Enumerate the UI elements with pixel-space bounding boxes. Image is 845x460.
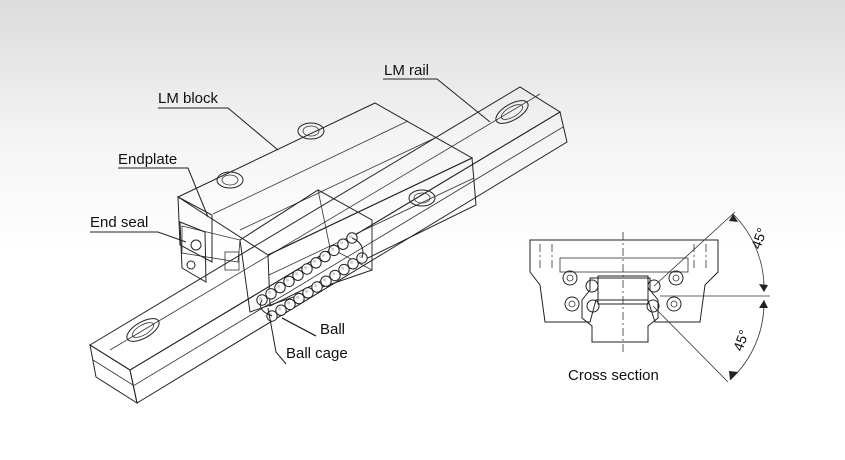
lm-block [176,102,477,313]
label-endplate: Endplate [118,151,178,168]
ball-highlight [340,241,344,245]
ball-highlight [286,278,290,282]
angle-label-upper: 45° [748,226,770,251]
ball-highlight [278,307,282,311]
ball [320,275,332,287]
ball-highlight [359,255,363,259]
ball-return-path [259,237,364,317]
ball-highlight [304,266,308,270]
cross-section-block [529,239,719,323]
ball [302,287,314,299]
ball [319,250,331,263]
ball [283,275,295,288]
label-ball: Ball [320,321,346,338]
end-seal [179,221,240,283]
leader-lm-rail [383,78,491,123]
ball-highlight [350,260,354,264]
leader-lm-block [158,107,279,151]
ball-highlight [268,290,272,294]
rail-hole-rear [495,100,529,124]
angle-label-lower: 45° [730,328,752,353]
ball-highlight [332,272,336,276]
ball [311,281,323,293]
ball-highlight [305,289,309,293]
ball [274,281,286,294]
block-hole-2 [297,122,325,140]
block-hole-1 [216,171,244,189]
ball-highlight [259,297,263,301]
ball [301,263,313,275]
leader-ball-cage [267,307,287,365]
ball-highlight [314,284,318,288]
ball-highlight [349,235,353,239]
ball [284,298,296,311]
ball [329,269,341,282]
label-cross-section: Cross section [568,367,659,384]
ball-highlight [322,253,326,257]
ball [310,257,322,269]
label-ball-cage: Ball cage [286,345,348,362]
block-hole-3 [408,189,436,207]
label-end-seal: End seal [90,214,149,231]
ball-highlight [277,284,281,288]
ball-rows [256,232,368,322]
ball-highlight [295,272,299,276]
cross-section-balls [562,270,684,313]
label-lm-block: LM block [158,90,219,107]
leader-lines [90,78,491,365]
ball [265,288,277,300]
ball-highlight [323,278,327,282]
ball-highlight [313,259,317,263]
endplate [177,196,241,263]
ball [337,238,349,250]
label-lm-rail: LM rail [384,62,430,79]
ball [275,304,287,316]
ball [293,292,305,305]
ball [292,269,304,281]
cross-section-view: 45° 45° [529,211,770,383]
ball [328,244,340,257]
leader-endplate [118,167,209,218]
ball-highlight [341,266,345,270]
ball-highlight [287,301,291,305]
ball [347,258,359,270]
ball-highlight [331,247,335,251]
ball-highlight [296,295,300,299]
ball [338,263,350,276]
rail-hole-front [126,318,160,342]
leader-end-seal [90,231,187,243]
